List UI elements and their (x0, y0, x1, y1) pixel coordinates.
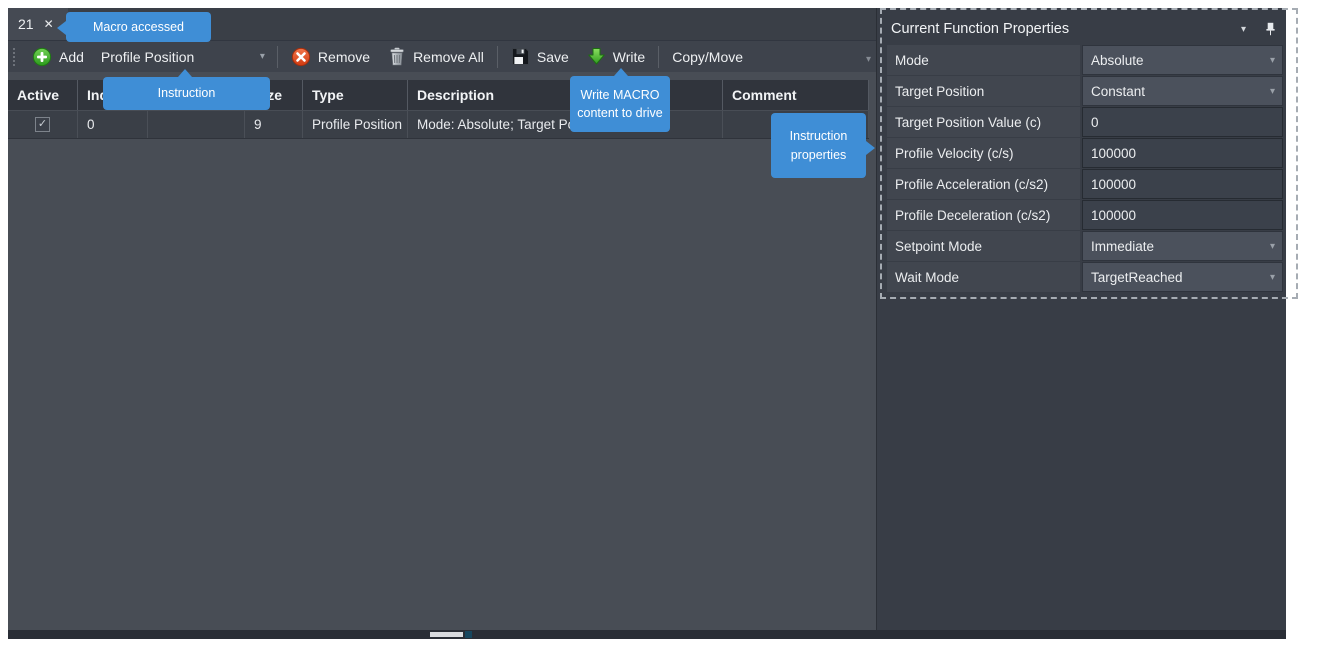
trash-icon (388, 47, 406, 66)
dropdown-value: Absolute (1091, 52, 1144, 68)
copy-move-label: Copy/Move (672, 48, 744, 65)
profile-acceleration-input[interactable]: 100000 (1082, 169, 1283, 199)
current-function-properties-panel: Current Function Properties ▾ Mode (887, 14, 1283, 292)
index-cell: 0 (78, 111, 148, 138)
remove-button[interactable]: Remove (282, 43, 379, 71)
remove-x-icon (291, 47, 311, 67)
instruction-type-value: Profile Position (100, 48, 195, 65)
column-header-active[interactable]: Active (8, 80, 78, 110)
add-plus-icon (32, 47, 52, 67)
save-label: Save (536, 48, 569, 65)
property-row-setpoint-mode: Setpoint Mode Immediate ▾ (887, 231, 1283, 261)
property-row-mode: Mode Absolute ▾ (887, 45, 1283, 75)
instruction-type-select[interactable]: Profile Position ▾ (93, 43, 273, 71)
remove-label: Remove (317, 48, 371, 65)
scrollbar-thumb[interactable] (430, 632, 463, 637)
callout-macro-accessed: Macro accessed (57, 12, 211, 42)
horizontal-scrollbar[interactable] (8, 630, 1286, 639)
property-row-profile-velocity: Profile Velocity (c/s) 100000 (887, 138, 1283, 168)
wait-mode-dropdown[interactable]: TargetReached ▾ (1082, 262, 1283, 292)
pin-icon[interactable] (1264, 22, 1277, 36)
callout-arrow-up (614, 68, 628, 76)
instruction-table-row[interactable]: ✓ 0 9 Profile Position Mode: Absolute; T… (8, 111, 869, 139)
property-row-profile-acceleration: Profile Acceleration (c/s2) 100000 (887, 169, 1283, 199)
target-position-dropdown[interactable]: Constant ▾ (1082, 76, 1283, 106)
property-row-wait-mode: Wait Mode TargetReached ▾ (887, 262, 1283, 292)
active-checkbox[interactable]: ✓ (35, 117, 50, 132)
copy-move-button[interactable]: Copy/Move (663, 43, 752, 71)
dropdown-value: Constant (1091, 83, 1146, 99)
property-label: Profile Velocity (c/s) (887, 138, 1080, 168)
add-button[interactable]: Add (23, 43, 93, 71)
toolbar-grip-handle[interactable] (13, 47, 15, 66)
callout-arrow-up (178, 69, 192, 77)
property-label: Setpoint Mode (887, 231, 1080, 261)
property-row-target-position-value: Target Position Value (c) 0 (887, 107, 1283, 137)
mode-dropdown[interactable]: Absolute ▾ (1082, 45, 1283, 75)
green-down-arrow-icon (587, 47, 606, 66)
chevron-down-icon: ▾ (1269, 85, 1275, 97)
scrollbar-accent (465, 631, 472, 638)
floppy-save-icon (511, 47, 530, 66)
profile-deceleration-input[interactable]: 100000 (1082, 200, 1283, 230)
remove-all-label: Remove All (413, 48, 484, 65)
property-row-target-position: Target Position Constant ▾ (887, 76, 1283, 106)
remove-all-button[interactable]: Remove All (379, 43, 493, 71)
size-cell: 9 (245, 111, 303, 138)
chevron-down-icon: ▾ (1269, 54, 1275, 66)
toolbar-overflow-icon[interactable]: ▾ (866, 54, 872, 65)
macro-editor-area: 21 ✕ Add (8, 8, 876, 630)
callout-text: properties (790, 147, 847, 162)
callout-text: Macro accessed (92, 19, 184, 34)
property-label: Profile Deceleration (c/s2) (887, 200, 1080, 230)
toolbar-separator (658, 45, 660, 68)
column-header-comment[interactable]: Comment (723, 80, 869, 110)
property-label: Mode (887, 45, 1080, 75)
property-row-profile-deceleration: Profile Deceleration (c/s2) 100000 (887, 200, 1283, 230)
setpoint-mode-dropdown[interactable]: Immediate ▾ (1082, 231, 1283, 261)
property-label: Target Position (887, 76, 1080, 106)
chevron-down-icon: ▾ (259, 51, 265, 62)
callout-text: Instruction (789, 129, 848, 144)
checkbox-check-icon: ✓ (37, 118, 48, 130)
property-label: Profile Acceleration (c/s2) (887, 169, 1080, 199)
dropdown-value: TargetReached (1091, 269, 1183, 285)
tab-close-icon[interactable]: ✕ (43, 17, 54, 31)
comment-cell (723, 111, 869, 138)
properties-dock-area: Current Function Properties ▾ Mode (876, 8, 1286, 630)
tab-label: 21 (18, 16, 34, 32)
type-cell: Profile Position (303, 111, 408, 138)
add-label: Add (59, 48, 84, 65)
toolbar-separator (496, 45, 498, 68)
property-label: Target Position Value (c) (887, 107, 1080, 137)
chevron-down-icon: ▾ (1269, 271, 1275, 283)
callout-write-macro: Write MACRO content to drive (570, 68, 670, 132)
description-cell: Mode: Absolute; Target Position: 0 (408, 111, 723, 138)
properties-panel-header: Current Function Properties ▾ (887, 14, 1283, 44)
callout-text: Write MACRO (580, 87, 660, 102)
column-header-type[interactable]: Type (303, 80, 408, 110)
properties-panel-title: Current Function Properties (891, 21, 1070, 37)
active-cell: ✓ (8, 111, 78, 138)
callout-instruction: Instruction (103, 69, 270, 110)
toolbar-separator (276, 45, 278, 68)
panel-menu-chevron-icon[interactable]: ▾ (1240, 23, 1246, 35)
write-label: Write (612, 48, 646, 65)
target-position-value-input[interactable]: 0 (1082, 107, 1283, 137)
dropdown-value: Immediate (1091, 238, 1155, 254)
hidden-cell (148, 111, 245, 138)
callout-arrow-right (866, 141, 875, 155)
callout-arrow-left (57, 21, 66, 35)
profile-velocity-input[interactable]: 100000 (1082, 138, 1283, 168)
save-button[interactable]: Save (502, 43, 578, 71)
macro-toolbar: Add Profile Position ▾ (8, 40, 876, 72)
property-label: Wait Mode (887, 262, 1080, 292)
write-button[interactable]: Write (578, 43, 654, 71)
callout-text: content to drive (577, 106, 663, 120)
callout-instruction-properties: Instruction properties (771, 113, 875, 178)
callout-text: Instruction (157, 86, 216, 101)
column-header-description[interactable]: Description (408, 80, 723, 110)
chevron-down-icon: ▾ (1269, 240, 1275, 252)
